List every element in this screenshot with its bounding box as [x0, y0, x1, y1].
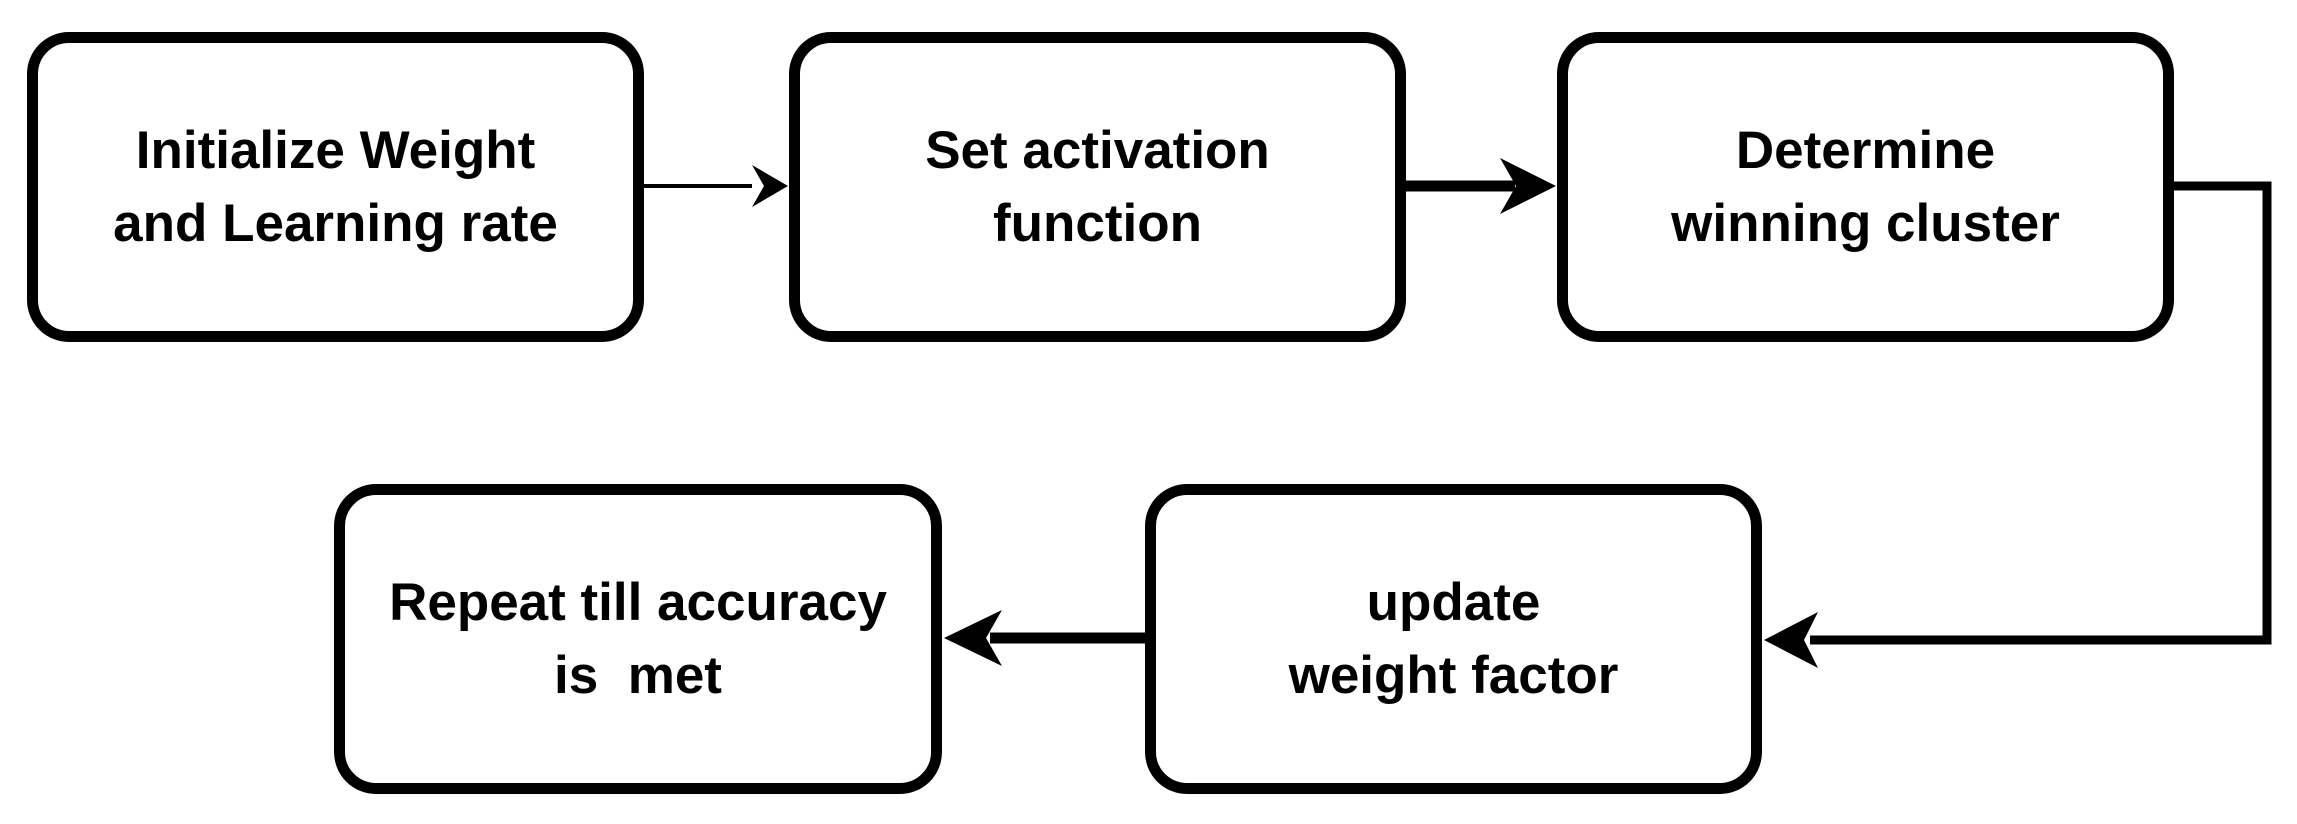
step-initialize-weight: Initialize Weight and Learning rate — [27, 32, 644, 342]
step-determine-winner-line-2: winning cluster — [1671, 194, 2060, 253]
step-repeat-line-2: is met — [554, 646, 722, 705]
arrowhead-repeat — [944, 610, 1002, 666]
step-set-activation-line-1: Set activation — [925, 121, 1270, 180]
arrowhead-activation — [752, 165, 788, 207]
step-initialize-weight-line-1: Initialize Weight — [135, 121, 536, 180]
arrowhead-winner — [1500, 158, 1556, 214]
step-initialize-weight-line-2: and Learning rate — [113, 194, 558, 253]
step-determine-winner: Determine winning cluster — [1557, 32, 2174, 342]
step-determine-winner-line-1: Determine — [1735, 121, 1996, 180]
step-update-weight: update weight factor — [1145, 484, 1762, 794]
step-set-activation: Set activation function — [789, 32, 1406, 342]
step-update-weight-line-2: weight factor — [1288, 646, 1619, 705]
step-repeat-line-1: Repeat till accuracy — [389, 573, 887, 632]
step-update-weight-line-1: update — [1366, 573, 1541, 632]
step-set-activation-line-2: function — [993, 194, 1202, 253]
step-repeat-until-accuracy: Repeat till accuracy is met — [334, 484, 942, 794]
arrowhead-update — [1764, 612, 1818, 668]
edge-winner-to-update — [1810, 181, 2272, 645]
